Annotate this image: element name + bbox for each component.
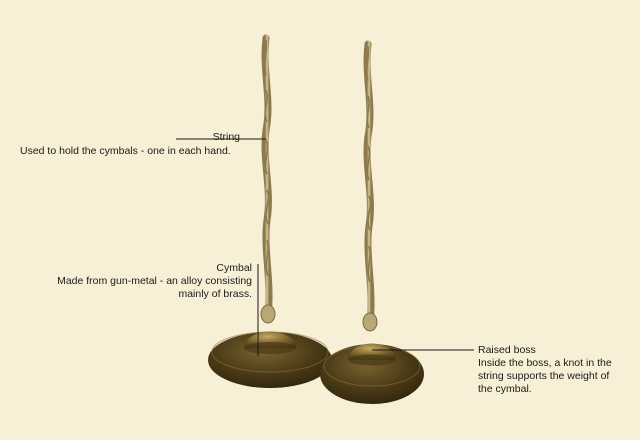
left-string: [265, 38, 269, 318]
cymbal-annotation: Cymbal Made from gun-metal - an alloy co…: [57, 262, 252, 301]
leader-lines: [176, 139, 474, 356]
string-annotation-title: String: [213, 131, 240, 144]
cymbal-annotation-text-1: Made from gun-metal - an alloy consistin…: [57, 275, 252, 288]
right-string: [367, 44, 371, 326]
right-knot: [363, 313, 377, 331]
boss-annotation-title: Raised boss: [478, 344, 612, 357]
boss-annotation-text-1: Inside the boss, a knot in the: [478, 357, 612, 370]
string-annotation: String: [213, 131, 240, 144]
left-knot: [261, 305, 275, 323]
boss-annotation-text-3: the cymbal.: [478, 383, 612, 396]
string-annotation-description: Used to hold the cymbals - one in each h…: [20, 145, 231, 158]
string-annotation-text: Used to hold the cymbals - one in each h…: [20, 145, 231, 158]
left-cymbal: [208, 38, 332, 388]
cymbal-annotation-title: Cymbal: [57, 262, 252, 275]
boss-annotation: Raised boss Inside the boss, a knot in t…: [478, 344, 612, 396]
cymbal-annotation-text-2: mainly of brass.: [57, 288, 252, 301]
boss-annotation-text-2: string supports the weight of: [478, 370, 612, 383]
